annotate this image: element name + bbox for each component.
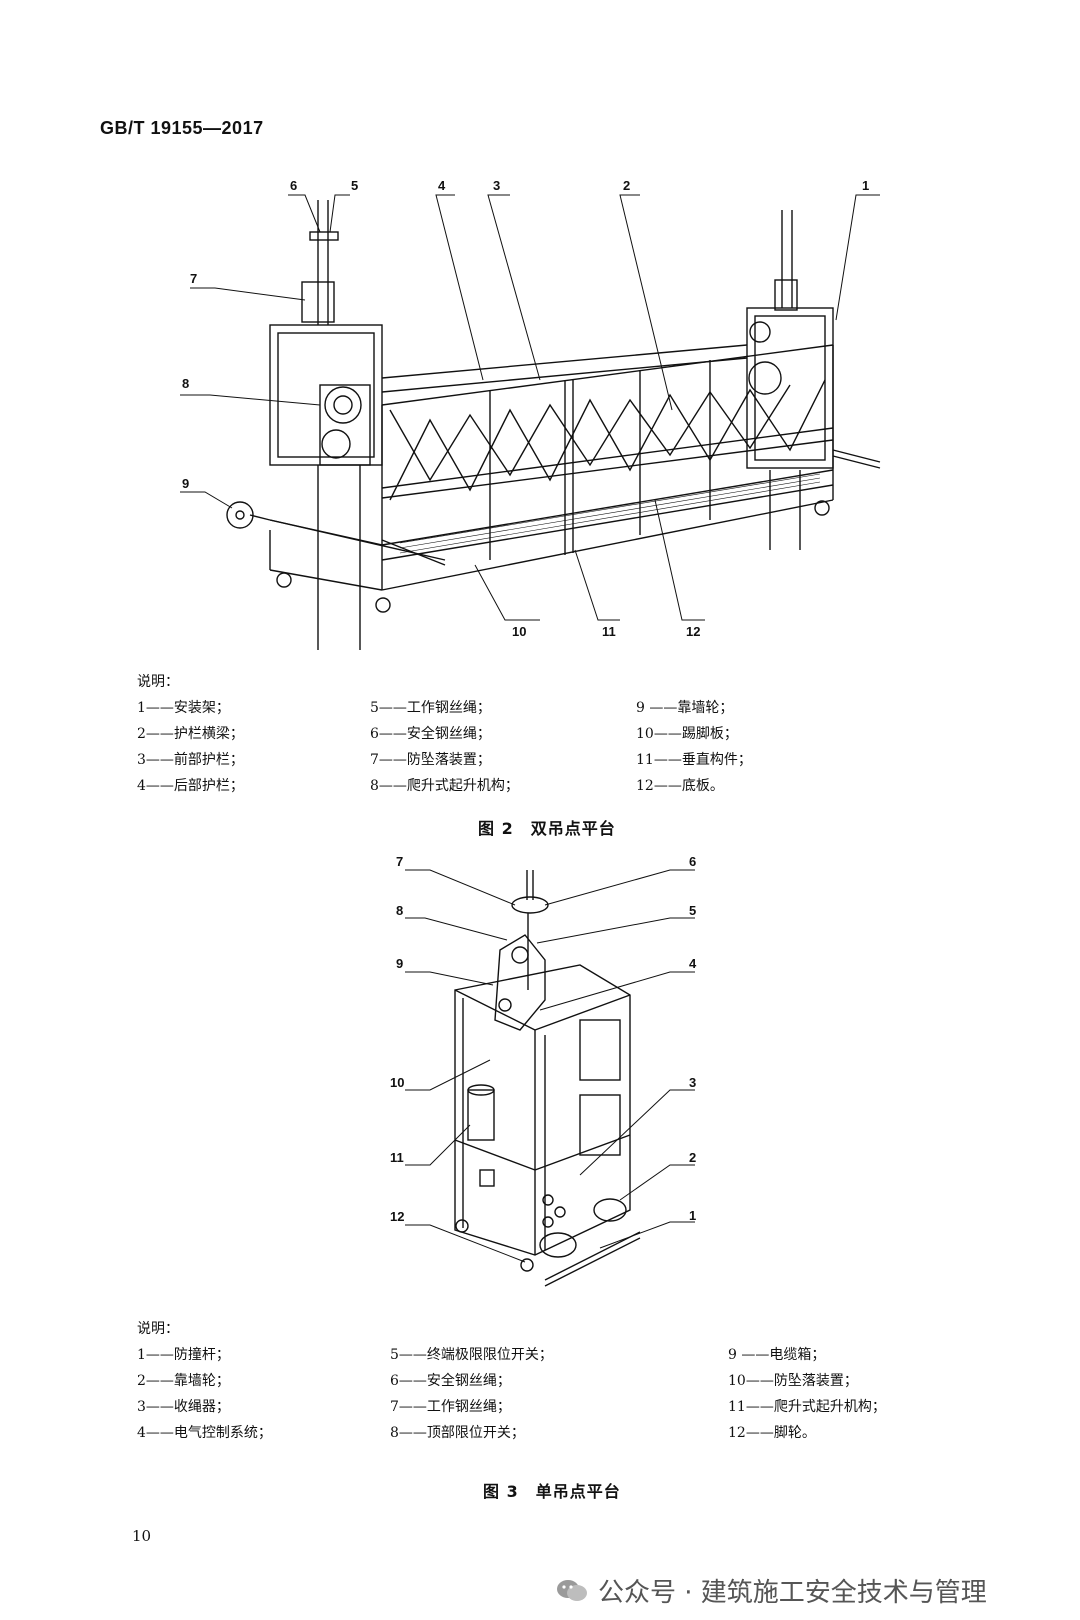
fig2-legend-item: 3——前部护栏； <box>137 752 244 768</box>
fig3-legend-item: 4——电气控制系统； <box>137 1425 272 1441</box>
fig2-legend-item: 1——安装架； <box>137 700 230 716</box>
figure-3-leaders <box>405 869 695 1263</box>
fig2-legend-item: 12——底板。 <box>636 778 724 794</box>
fig3-legend-item: 10——防坠落装置； <box>728 1373 858 1389</box>
fig2-legend-item: 10——踢脚板； <box>636 726 738 742</box>
fig3-legend-item: 2——靠墙轮； <box>137 1373 230 1389</box>
fig2-legend-item: 8——爬升式起升机构； <box>370 778 519 794</box>
fig3-legend-item: 9 ——电缆箱； <box>728 1347 826 1363</box>
fig2-callout-7: 7 <box>190 271 197 286</box>
fig3-callout-10: 10 <box>390 1075 404 1090</box>
fig3-callout-9: 9 <box>396 956 403 971</box>
fig2-callout-12: 12 <box>686 624 700 639</box>
fig3-caption: 图 3 单吊点平台 <box>483 1482 621 1501</box>
fig2-callout-10: 10 <box>512 624 526 639</box>
fig2-legend-item: 4——后部护栏； <box>137 778 244 794</box>
fig3-legend-item: 5——终端极限限位开关； <box>390 1347 553 1363</box>
fig2-legend-item: 7——防坠落装置； <box>370 752 491 768</box>
fig2-callout-3: 3 <box>493 178 500 193</box>
figure-2-leaders <box>180 194 880 621</box>
fig3-legend-item: 8——顶部限位开关； <box>390 1425 525 1441</box>
fig3-callout-3: 3 <box>689 1075 696 1090</box>
watermark-text: 公众号 · 建筑施工安全技术与管理 <box>598 1578 987 1608</box>
fig3-callout-12: 12 <box>390 1209 404 1224</box>
fig2-legend-item: 11——垂直构件； <box>636 752 752 768</box>
page-number: 10 <box>132 1527 152 1545</box>
fig3-legend-item: 3——收绳器； <box>137 1399 230 1415</box>
fig2-legend-item: 6——安全钢丝绳； <box>370 726 491 742</box>
fig2-callout-4: 4 <box>438 178 446 193</box>
fig2-callout-5: 5 <box>351 178 358 193</box>
figure-2-platform <box>226 200 881 650</box>
fig3-callout-8: 8 <box>396 903 403 918</box>
fig3-legend-item: 12——脚轮。 <box>728 1425 816 1441</box>
fig3-callout-1: 1 <box>689 1208 696 1223</box>
standard-code: GB/T 19155—2017 <box>100 118 264 138</box>
fig3-legend-title: 说明： <box>137 1321 179 1337</box>
fig3-callout-2: 2 <box>689 1150 696 1165</box>
fig2-callout-8: 8 <box>182 376 189 391</box>
fig2-callout-6: 6 <box>290 178 297 193</box>
fig3-callout-6: 6 <box>689 854 696 869</box>
fig2-callout-1: 1 <box>862 178 869 193</box>
fig3-callout-7: 7 <box>396 854 403 869</box>
fig2-legend-title: 说明： <box>137 674 179 690</box>
fig2-callout-11: 11 <box>602 624 616 639</box>
fig3-callout-4: 4 <box>689 956 697 971</box>
fig3-legend-item: 7——工作钢丝绳； <box>390 1399 511 1415</box>
figure-3-platform <box>454 870 641 1287</box>
fig3-legend-item: 1——防撞杆； <box>137 1347 230 1363</box>
fig2-legend-item: 5——工作钢丝绳； <box>370 700 491 716</box>
wechat-icon <box>556 1578 588 1604</box>
watermark: 公众号 · 建筑施工安全技术与管理 <box>556 1572 987 1609</box>
fig3-legend-item: 6——安全钢丝绳； <box>390 1373 511 1389</box>
fig2-callout-2: 2 <box>623 178 630 193</box>
fig3-legend-item: 11——爬升式起升机构； <box>728 1399 886 1415</box>
fig2-legend-item: 9 ——靠墙轮； <box>636 700 734 716</box>
fig2-callout-9: 9 <box>182 476 189 491</box>
fig2-legend-item: 2——护栏横梁； <box>137 726 244 742</box>
fig3-callout-5: 5 <box>689 903 696 918</box>
fig3-callout-11: 11 <box>390 1150 404 1165</box>
fig2-caption: 图 2 双吊点平台 <box>478 819 616 838</box>
